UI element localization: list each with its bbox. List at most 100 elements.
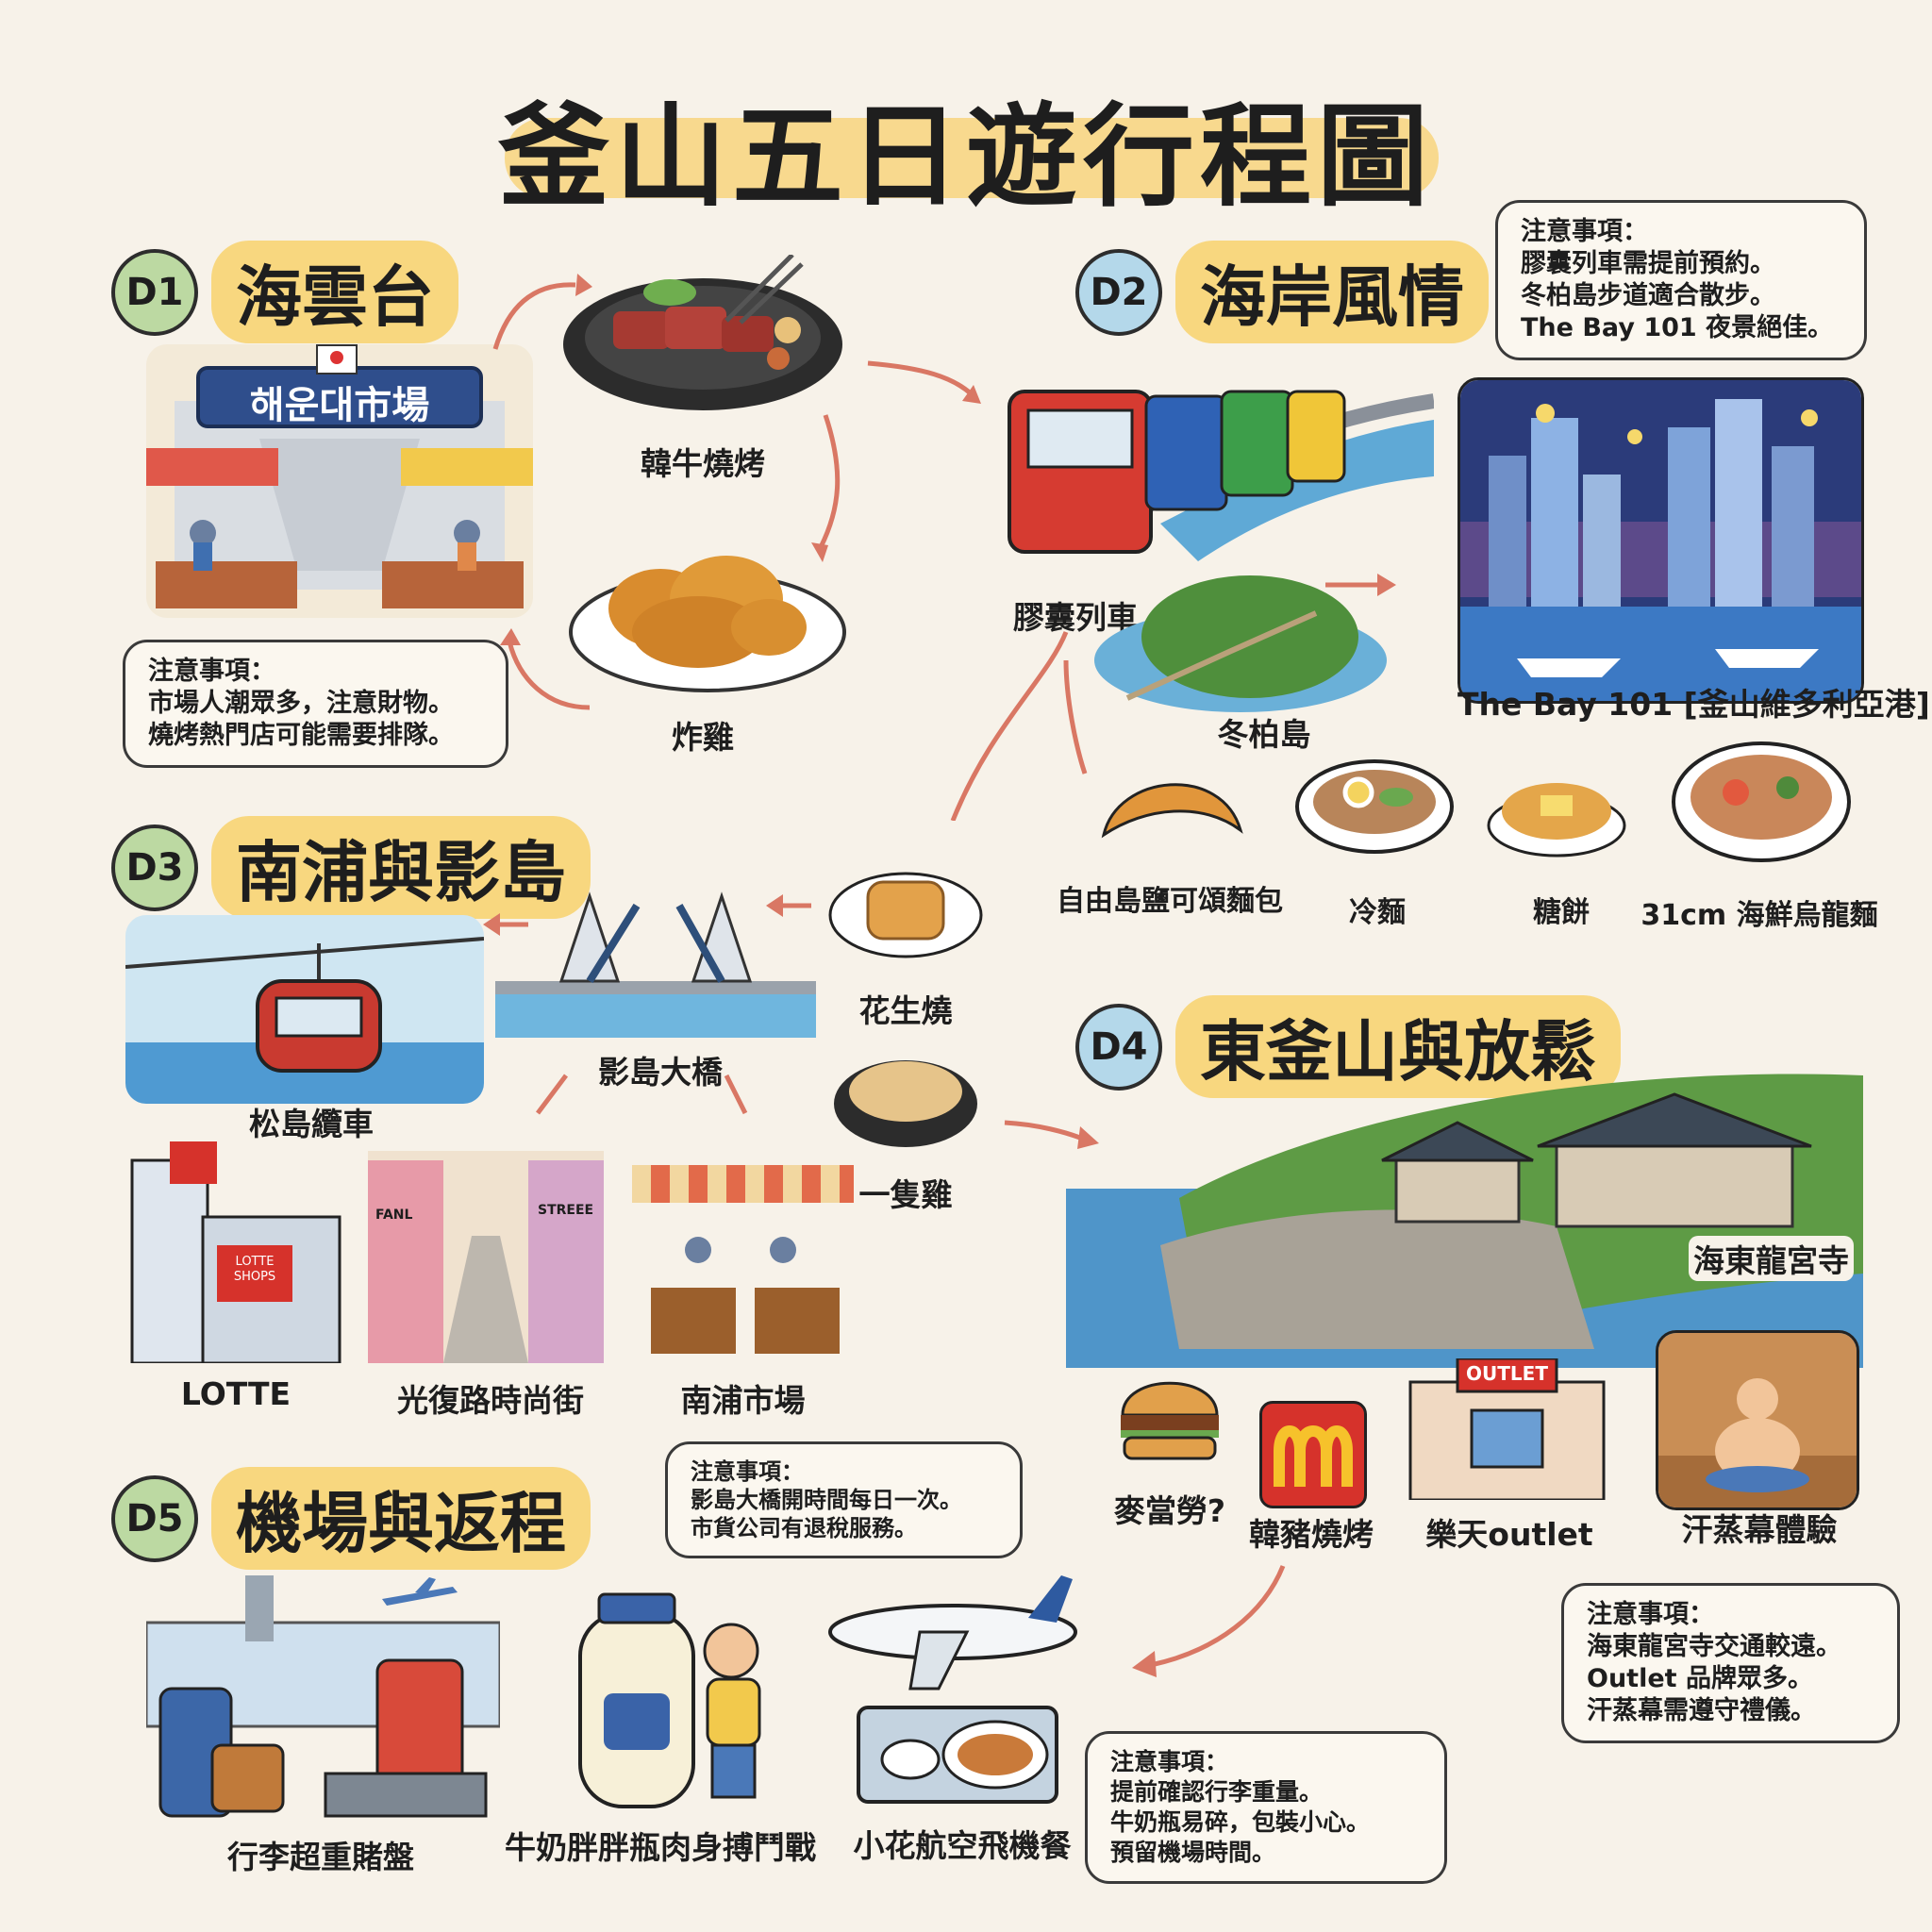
haeundae-market-illustration: 해운대市場 bbox=[146, 344, 533, 618]
cable-car-caption: 松島纜車 bbox=[249, 1106, 374, 1142]
flag-icon bbox=[316, 344, 358, 375]
whole-chicken-illustration bbox=[830, 1033, 981, 1151]
bbq-caption: 韓牛燒烤 bbox=[641, 445, 765, 482]
hotteok-illustration bbox=[1486, 759, 1627, 863]
day1-note-line-2: 燒烤熱門店可能需要排隊。 bbox=[148, 721, 454, 750]
day2-header: D2 海岸風情 bbox=[1075, 241, 1489, 343]
peanut-pancake-illustration bbox=[825, 854, 986, 962]
day5-note-top: 注意事項： 影島大橋開時間每日一次。 市貨公司有退稅服務。 bbox=[665, 1441, 1023, 1558]
mcdonalds-logo-icon bbox=[1259, 1401, 1367, 1508]
day4-note-line-1: 海東龍宮寺交通較遠。 bbox=[1587, 1632, 1841, 1661]
outlet-illustration: OUTLET bbox=[1406, 1358, 1608, 1500]
day2-note-line-3: The Bay 101 夜景絕佳。 bbox=[1521, 313, 1834, 342]
capsule-train-illustration bbox=[991, 373, 1434, 571]
day1-note: 注意事項： 市場人潮眾多，注意財物。 燒烤熱門店可能需要排隊。 bbox=[123, 640, 508, 768]
airline-meal-illustration bbox=[854, 1703, 1061, 1807]
milk-bottle-illustration bbox=[561, 1585, 788, 1811]
poster-title-wrap: 釜山五日遊行程圖 bbox=[0, 66, 1932, 227]
day1-note-line-1: 市場人潮眾多，注意財物。 bbox=[148, 689, 454, 718]
day3-badge: D3 bbox=[111, 824, 198, 911]
udon-caption: 31cm 海鮮烏龍麵 bbox=[1641, 899, 1878, 932]
burger-illustration bbox=[1113, 1368, 1226, 1472]
fried-chicken-illustration bbox=[566, 519, 849, 693]
day5-arrow bbox=[1132, 1565, 1286, 1677]
nampo-market-illustration bbox=[632, 1165, 854, 1363]
day5-note-top-line-2: 市貨公司有退稅服務。 bbox=[691, 1515, 917, 1541]
day5-note-top-heading: 注意事項： bbox=[691, 1458, 804, 1485]
airplane-icon bbox=[377, 1575, 462, 1613]
chicken-caption: 炸雞 bbox=[672, 719, 734, 756]
day4-note: 注意事項： 海東龍宮寺交通較遠。 Outlet 品牌眾多。 汗蒸幕需遵守禮儀。 bbox=[1561, 1583, 1900, 1743]
bridge-caption: 影島大橋 bbox=[598, 1054, 723, 1091]
nampo-market-caption: 南浦市場 bbox=[680, 1382, 806, 1419]
luggage-caption: 行李超重賭盤 bbox=[227, 1839, 414, 1875]
day1-arrows bbox=[492, 274, 841, 710]
croissant-caption: 自由島鹽可頌麵包 bbox=[1057, 885, 1283, 918]
day3-header: D3 南浦與影島 bbox=[111, 816, 591, 919]
day3-arrows bbox=[483, 894, 811, 1115]
day2-note: 注意事項： 膠囊列車需提前預約。 冬柏島步道適合散步。 The Bay 101 … bbox=[1495, 200, 1867, 360]
street-sign-2: STREEE bbox=[538, 1203, 594, 1218]
day5-badge: D5 bbox=[111, 1474, 198, 1562]
milk-caption: 牛奶胖胖瓶肉身搏鬥戰 bbox=[505, 1829, 816, 1866]
day1-badge: D1 bbox=[111, 248, 198, 336]
day4-header: D4 東釜山與放鬆 bbox=[1075, 995, 1621, 1098]
cold-noodle-illustration bbox=[1292, 755, 1457, 868]
cold-noodle-caption: 冷麵 bbox=[1349, 896, 1406, 929]
bbq-illustration bbox=[557, 255, 849, 415]
sauna-caption: 汗蒸幕體驗 bbox=[1681, 1511, 1838, 1548]
pork-bbq-caption: 韓豬燒烤 bbox=[1249, 1516, 1374, 1553]
meal-caption: 小花航空飛機餐 bbox=[853, 1827, 1072, 1864]
day5-note-bottom-line-2: 牛奶瓶易碎，包裝小心。 bbox=[1110, 1808, 1371, 1836]
island-caption: 冬柏島 bbox=[1217, 716, 1311, 753]
day3-title: 南浦與影島 bbox=[211, 816, 591, 919]
lotte-sign-line-1: LOTTE bbox=[235, 1255, 275, 1269]
day4-note-line-3: 汗蒸幕需遵守禮儀。 bbox=[1587, 1696, 1816, 1725]
day2-note-line-2: 冬柏島步道適合散步。 bbox=[1521, 281, 1775, 310]
day2-arrows bbox=[867, 360, 1396, 821]
day4-badge: D4 bbox=[1075, 1003, 1162, 1091]
airport-luggage-illustration bbox=[146, 1566, 500, 1825]
day1-header: D1 海雲台 bbox=[111, 241, 458, 343]
lotte-sign-line-2: SHOPS bbox=[233, 1270, 276, 1284]
outlet-sign: OUTLET bbox=[1466, 1362, 1548, 1385]
sauna-illustration bbox=[1656, 1330, 1859, 1510]
day4-note-line-2: Outlet 品牌眾多。 bbox=[1587, 1664, 1813, 1693]
day5-note-bottom-line-3: 預留機場時間。 bbox=[1110, 1839, 1276, 1866]
street-sign-1: FANL bbox=[375, 1208, 413, 1223]
day5-header: D5 機場與返程 bbox=[111, 1467, 591, 1570]
day5-title: 機場與返程 bbox=[211, 1467, 591, 1570]
outlet-caption: 樂天outlet bbox=[1425, 1516, 1593, 1553]
train-caption: 膠囊列車 bbox=[1013, 599, 1138, 636]
day5-note-top-line-1: 影島大橋開時間每日一次。 bbox=[691, 1487, 962, 1513]
market-sign: 해운대市場 bbox=[249, 384, 430, 427]
day1-title: 海雲台 bbox=[211, 241, 458, 343]
title-highlight bbox=[505, 118, 1439, 198]
day4-title: 東釜山與放鬆 bbox=[1175, 995, 1621, 1098]
lotte-caption: LOTTE bbox=[180, 1375, 291, 1412]
dongbaek-island-illustration bbox=[1090, 557, 1391, 717]
day2-title: 海岸風情 bbox=[1175, 241, 1489, 343]
day5-note-bottom: 注意事項： 提前確認行李重量。 牛奶瓶易碎，包裝小心。 預留機場時間。 bbox=[1085, 1731, 1447, 1884]
street-caption: 光復路時尚街 bbox=[397, 1382, 584, 1419]
airplane-illustration bbox=[825, 1566, 1080, 1698]
day4-note-heading: 注意事項： bbox=[1587, 1600, 1714, 1629]
whole-chicken-caption: 一隻雞 bbox=[858, 1176, 953, 1213]
bay-caption: The Bay 101 [釜山維多利亞港] bbox=[1457, 686, 1930, 723]
day5-note-bottom-heading: 注意事項： bbox=[1110, 1748, 1229, 1775]
haedong-temple-illustration bbox=[1066, 1066, 1863, 1368]
lotte-illustration: LOTTE SHOPS bbox=[123, 1141, 344, 1363]
peanut-caption: 花生燒 bbox=[858, 992, 953, 1029]
udon-illustration bbox=[1670, 736, 1854, 868]
the-bay-101-illustration bbox=[1457, 377, 1864, 704]
day2-note-line-1: 膠囊列車需提前預約。 bbox=[1521, 249, 1775, 278]
day5-note-bottom-line-1: 提前確認行李重量。 bbox=[1110, 1778, 1324, 1806]
yeongdo-bridge-illustration bbox=[495, 887, 816, 1038]
day4-arrow bbox=[1004, 1120, 1099, 1149]
day2-note-heading: 注意事項： bbox=[1521, 217, 1648, 246]
temple-caption: 海東龍宮寺 bbox=[1689, 1236, 1854, 1281]
day2-badge: D2 bbox=[1075, 248, 1162, 336]
hotteok-caption: 糖餅 bbox=[1533, 896, 1590, 929]
fashion-street-illustration: FANL STREEE bbox=[368, 1151, 604, 1363]
